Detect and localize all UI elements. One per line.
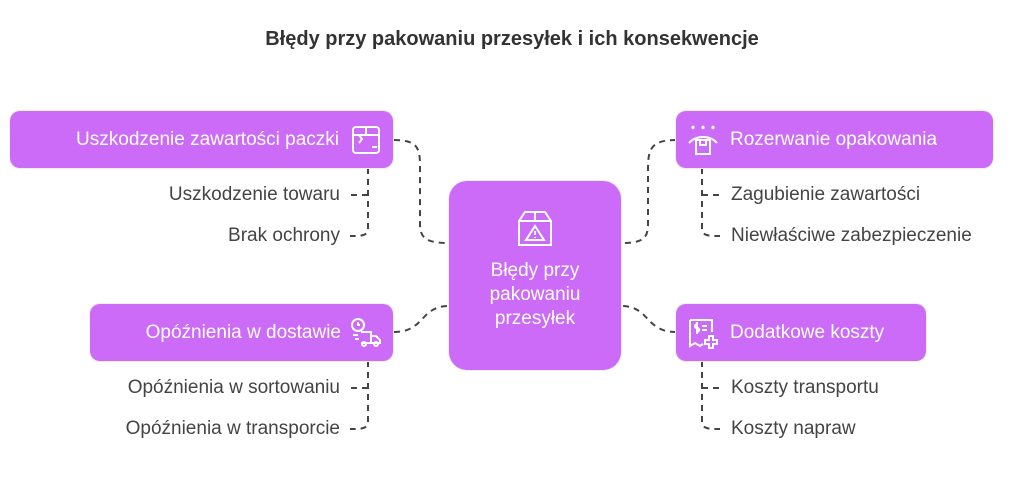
connector-delay-items — [349, 361, 369, 430]
warning-box-icon — [513, 207, 557, 251]
damage-item: Uszkodzenie towaru — [168, 184, 340, 205]
connector-center-damage — [393, 139, 450, 244]
branch-torn: Rozerwanie opakowania — [676, 111, 993, 168]
connector-center-delay — [393, 305, 450, 333]
branch-costs: Dodatkowe koszty — [676, 304, 926, 361]
branch-costs-label: Dodatkowe koszty — [730, 321, 885, 343]
branch-damage-label: Uszkodzenie zawartości paczki — [76, 128, 339, 150]
connector-center-torn — [620, 139, 677, 244]
delay-item: Opóźnienia w transporcie — [125, 418, 340, 439]
branch-delay: Opóźnienia w dostawie — [90, 304, 393, 361]
receipt-plus-icon — [686, 316, 720, 350]
connector-center-costs — [620, 305, 677, 333]
diagram-title: Błędy przy pakowaniu przesyłek i ich kon… — [265, 28, 759, 50]
torn-item: Zagubienie zawartości — [731, 184, 921, 205]
costs-item: Koszty napraw — [731, 418, 856, 439]
damage-item: Brak ochrony — [228, 225, 340, 246]
damaged-box-icon — [349, 123, 383, 157]
central-node: Błędy przy pakowaniu przesyłek — [449, 181, 621, 370]
branch-damage: Uszkodzenie zawartości paczki — [10, 111, 393, 168]
torn-item: Niewłaściwe zabezpieczenie — [731, 225, 972, 246]
connector-costs-items — [701, 361, 721, 430]
connector-torn-items — [701, 168, 721, 237]
delivery-truck-clock-icon — [349, 316, 383, 350]
torn-package-icon — [686, 123, 720, 157]
connector-damage-items — [349, 168, 369, 237]
branch-torn-label: Rozerwanie opakowania — [730, 128, 938, 150]
central-node-label: Błędy przy pakowaniu przesyłek — [489, 260, 581, 329]
costs-item: Koszty transportu — [731, 377, 879, 398]
branch-delay-label: Opóźnienia w dostawie — [145, 321, 341, 343]
delay-item: Opóźnienia w sortowaniu — [127, 377, 340, 398]
